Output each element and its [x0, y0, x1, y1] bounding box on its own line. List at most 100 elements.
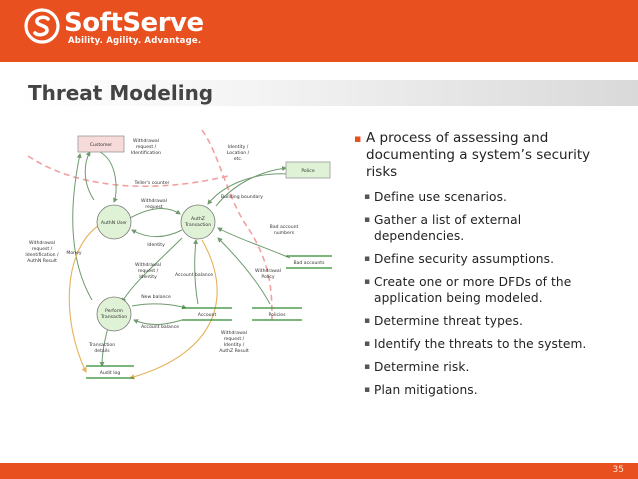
- slide-title: Threat Modeling: [28, 81, 214, 105]
- flow-account-to-perform: [133, 319, 183, 325]
- flow-label-money: Money: [66, 250, 82, 256]
- sub-bullet-text: Create one or more DFDs of the applicati…: [374, 275, 572, 305]
- sub-bullet-text: Gather a list of external dependencies.: [374, 213, 522, 243]
- sub-bullet-text: Determine threat types.: [374, 314, 523, 328]
- square-bullet-icon: ▪: [364, 254, 371, 264]
- flow-label-withdrawal-request: Withdrawal request: [141, 198, 167, 210]
- tellers-counter-boundary: [27, 155, 229, 188]
- page-number: 35: [612, 465, 624, 475]
- sub-bullet-text: Identify the threats to the system.: [374, 337, 587, 351]
- authn-user-label: AuthN User: [101, 220, 127, 226]
- square-bullet-icon: ▪: [364, 339, 371, 349]
- flow-customer-to-authn: [99, 151, 118, 203]
- flow-authz-result: [128, 239, 218, 380]
- svg-text:request /: request /: [138, 268, 159, 274]
- flow-authn-result: [68, 225, 99, 373]
- svg-text:Identity: Identity: [139, 274, 157, 280]
- svg-text:Withdrawal: Withdrawal: [29, 240, 55, 246]
- square-bullet-icon: ▪: [364, 192, 371, 202]
- flow-label-transaction-details: Transaction details: [88, 342, 115, 354]
- flow-authn-to-authz: [129, 208, 181, 219]
- authn-user-process: [96, 204, 132, 240]
- customer-label: Customer: [90, 142, 112, 148]
- sub-bullet-text: Define security assumptions.: [374, 252, 555, 266]
- sub-bullet: ▪Plan mitigations.: [354, 382, 614, 398]
- brand-name: SoftServe: [64, 8, 204, 38]
- flow-label-account-balance-2: Account balance: [141, 324, 179, 330]
- square-bullet-icon: ▪: [364, 316, 371, 326]
- perform-label-2: Transaction: [100, 314, 127, 320]
- flow-perform-to-auditlog: [99, 327, 109, 367]
- svg-text:etc.: etc.: [234, 156, 243, 162]
- svg-text:Location /: Location /: [227, 150, 250, 156]
- flow-label-new-balance: New balance: [141, 294, 171, 300]
- svg-text:Transaction: Transaction: [88, 342, 115, 348]
- square-bullet-icon: ▪: [364, 215, 371, 225]
- header-bar: SoftServe Ability. Agility. Advantage.: [0, 0, 638, 62]
- sub-bullet: ▪Identify the threats to the system.: [354, 336, 614, 352]
- policies-label: Policies: [269, 312, 287, 318]
- flow-label-identity: Identity: [147, 242, 165, 248]
- sub-bullet: ▪Define security assumptions.: [354, 251, 614, 267]
- flow-account-to-authz: [193, 239, 199, 305]
- svg-text:Withdrawal: Withdrawal: [141, 198, 167, 204]
- square-bullet-icon: ▪: [364, 362, 371, 372]
- flow-authz-to-perform: [121, 237, 183, 303]
- svg-text:Identification /: Identification /: [25, 252, 59, 258]
- authz-label-1: AuthZ: [191, 216, 205, 222]
- flow-authz-to-police: [215, 166, 287, 207]
- svg-text:request /: request /: [136, 144, 157, 150]
- police-label: Police: [301, 168, 314, 174]
- flow-label-building-boundary: Building boundary: [221, 194, 263, 200]
- threat-model-dfd-diagram: Customer Police AuthN User AuthZ Transac…: [25, 129, 332, 380]
- flow-label-withdrawal-policy: Withdrawal Policy: [255, 268, 281, 280]
- svg-text:Policy: Policy: [261, 274, 274, 280]
- svg-text:Identity /: Identity /: [228, 144, 249, 150]
- svg-text:Bad account: Bad account: [270, 224, 299, 230]
- flow-perform-to-account: [131, 303, 187, 310]
- flow-police-to-authz: [207, 173, 289, 205]
- svg-text:Withdrawal: Withdrawal: [221, 330, 247, 336]
- flow-authz-to-authn: [131, 229, 183, 238]
- svg-text:details: details: [94, 348, 110, 354]
- svg-text:Withdrawal: Withdrawal: [133, 138, 159, 144]
- svg-text:Identification: Identification: [131, 150, 161, 156]
- sub-bullet: ▪Define use scenarios.: [354, 189, 614, 205]
- svg-text:request: request: [145, 204, 163, 210]
- svg-text:AuthN Result: AuthN Result: [27, 258, 57, 264]
- flow-label-tellers-counter: Teller's counter: [134, 180, 170, 186]
- sub-bullet: ▪Determine threat types.: [354, 313, 614, 329]
- flow-badaccounts-to-authz: [217, 227, 291, 259]
- main-bullet: ▪ A process of assessing and documenting…: [354, 130, 614, 181]
- svg-text:Withdrawal: Withdrawal: [135, 262, 161, 268]
- authz-label-2: Transaction: [184, 222, 211, 228]
- flow-label-withdrawal-request-identity: Withdrawal request / Identity: [135, 262, 161, 280]
- svg-text:request /: request /: [32, 246, 53, 252]
- svg-text:AuthZ Result: AuthZ Result: [219, 348, 249, 354]
- title-bar: Threat Modeling: [18, 80, 638, 106]
- flow-policies-to-authz: [217, 237, 271, 305]
- police-entity: [285, 161, 331, 179]
- brand-tagline: Ability. Agility. Advantage.: [68, 36, 202, 46]
- sub-bullet: ▪Determine risk.: [354, 359, 614, 375]
- svg-text:Identity /: Identity /: [224, 342, 245, 348]
- svg-text:request /: request /: [224, 336, 245, 342]
- building-boundary: [201, 129, 273, 323]
- sub-bullet-text: Determine risk.: [374, 360, 470, 374]
- flow-label-withdrawal-request-identification: Withdrawal request / Identification: [131, 138, 161, 156]
- account-label: Account: [198, 312, 217, 318]
- square-bullet-icon: ▪: [364, 277, 371, 287]
- square-bullet-icon: ▪: [364, 385, 371, 395]
- sub-bullet-text: Define use scenarios.: [374, 190, 508, 204]
- flow-label-identity-location: Identity / Location / etc.: [227, 144, 250, 162]
- flow-label-account-balance: Account balance: [175, 272, 213, 278]
- audit-log-label: Audit log: [100, 370, 121, 376]
- sub-bullet: ▪Gather a list of external dependencies.: [354, 212, 614, 244]
- flow-label-bad-account-numbers: Bad account numbers: [270, 224, 299, 236]
- flow-label-withdrawal-request-authz: Withdrawal request / Identity / AuthZ Re…: [219, 330, 249, 354]
- perform-label-1: Perform: [105, 308, 124, 314]
- softserve-logo-icon: [24, 8, 60, 44]
- main-bullet-text: A process of assessing and documenting a…: [366, 130, 591, 180]
- svg-text:numbers: numbers: [274, 230, 295, 236]
- svg-text:Withdrawal: Withdrawal: [255, 268, 281, 274]
